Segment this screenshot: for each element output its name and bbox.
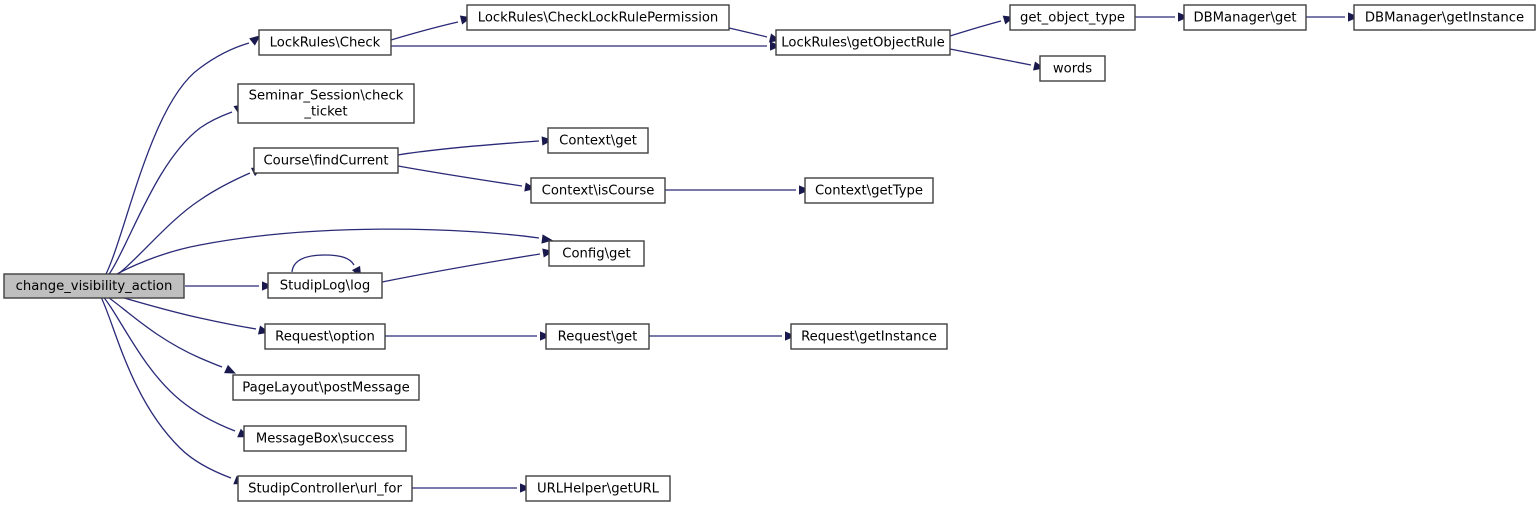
node-label-seminar-line2: _ticket bbox=[303, 105, 347, 120]
node-reqinstance[interactable]: Request\getInstance bbox=[790, 323, 948, 350]
node-ctxgettype[interactable]: Context\getType bbox=[804, 177, 934, 204]
edge-root-to-lockcheck bbox=[99, 42, 250, 285]
node-lockcheck[interactable]: LockRules\Check bbox=[258, 29, 392, 56]
node-label-ctxiscourse: Context\isCourse bbox=[542, 184, 655, 199]
node-label-reqget: Request\get bbox=[558, 330, 638, 345]
node-box-checkperm[interactable] bbox=[466, 4, 730, 31]
edge-root-to-msgbox bbox=[100, 293, 236, 432]
node-label-dbminstance: DBManager\getInstance bbox=[1365, 11, 1524, 26]
node-coursefind[interactable]: Course\findCurrent bbox=[253, 147, 399, 174]
edge-root-to-configget bbox=[103, 228, 540, 282]
edge-getobjrule-to-getobjtype bbox=[949, 20, 1002, 37]
node-root[interactable]: change_visibility_action bbox=[3, 273, 185, 299]
node-label-pagelayout: PageLayout\postMessage bbox=[242, 381, 409, 396]
node-dbminstance[interactable]: DBManager\getInstance bbox=[1353, 4, 1536, 31]
edge-coursefind-to-ctxget bbox=[397, 140, 540, 156]
node-label-seminar-line1: Seminar_Session\check bbox=[249, 89, 404, 104]
edge-root-to-reqoption bbox=[103, 291, 257, 330]
node-box-dbmget[interactable] bbox=[1183, 4, 1307, 31]
node-label-reqoption: Request\option bbox=[275, 330, 375, 345]
node-box-reqinstance[interactable] bbox=[790, 323, 948, 350]
node-box-urlhelper[interactable] bbox=[525, 475, 671, 502]
node-box-root[interactable] bbox=[3, 273, 185, 299]
node-label-lockcheck: LockRules\Check bbox=[270, 36, 381, 51]
node-label-coursefind: Course\findCurrent bbox=[263, 154, 388, 169]
node-box-pagelayout[interactable] bbox=[232, 374, 420, 401]
node-box-coursefind[interactable] bbox=[253, 147, 399, 174]
node-label-msgbox: MessageBox\success bbox=[256, 432, 394, 447]
node-box-studiplog[interactable] bbox=[267, 272, 383, 299]
edges-layer bbox=[99, 16, 1345, 489]
node-box-ctxget[interactable] bbox=[547, 127, 649, 154]
node-getobjtype[interactable]: get_object_type bbox=[1009, 4, 1136, 31]
node-label-reqinstance: Request\getInstance bbox=[801, 330, 937, 345]
arrowhead-coursefind-to-ctxget bbox=[541, 136, 553, 146]
node-label-studiplog: StudipLog\log bbox=[280, 279, 370, 294]
edge-studiplog-to-studiplog bbox=[291, 254, 355, 273]
node-label-configget: Config\get bbox=[562, 247, 630, 262]
arrowhead-root-to-lockcheck bbox=[249, 35, 261, 46]
node-reqget[interactable]: Request\get bbox=[545, 323, 650, 350]
node-label-urlhelper: URLHelper\getURL bbox=[537, 482, 660, 497]
node-urlhelper[interactable]: URLHelper\getURL bbox=[525, 475, 671, 502]
edge-studiplog-to-configget bbox=[381, 253, 541, 283]
edge-lockcheck-to-checkperm bbox=[390, 21, 459, 41]
node-studiplog[interactable]: StudipLog\log bbox=[267, 272, 383, 299]
edge-root-to-urlfor bbox=[99, 294, 232, 479]
node-label-checkperm: LockRules\CheckLockRulePermission bbox=[478, 11, 719, 26]
nodes-layer: change_visibility_action LockRules\CheckS… bbox=[3, 4, 1536, 502]
node-box-ctxgettype[interactable] bbox=[804, 177, 934, 204]
node-box-getobjtype[interactable] bbox=[1009, 4, 1136, 31]
node-box-reqoption[interactable] bbox=[264, 323, 386, 350]
node-label-urlfor: StudipController\url_for bbox=[248, 482, 402, 497]
node-label-root: change_visibility_action bbox=[16, 279, 173, 294]
edge-checkperm-to-getobjrule bbox=[728, 27, 768, 38]
node-label-getobjrule: LockRules\getObjectRule bbox=[781, 36, 944, 51]
node-box-getobjrule[interactable] bbox=[775, 29, 951, 56]
node-box-seminar[interactable] bbox=[237, 83, 415, 124]
edge-coursefind-to-ctxiscourse bbox=[397, 165, 523, 187]
node-box-words[interactable] bbox=[1039, 55, 1106, 82]
node-label-getobjtype: get_object_type bbox=[1020, 11, 1125, 26]
node-box-configget[interactable] bbox=[548, 240, 645, 267]
node-urlfor[interactable]: StudipController\url_for bbox=[237, 475, 413, 502]
node-box-ctxiscourse[interactable] bbox=[530, 177, 666, 204]
node-ctxget[interactable]: Context\get bbox=[547, 127, 649, 154]
edge-root-to-seminar bbox=[100, 111, 233, 285]
node-box-urlfor[interactable] bbox=[237, 475, 413, 502]
node-configget[interactable]: Config\get bbox=[548, 240, 645, 267]
edge-root-to-pagelayout bbox=[101, 292, 223, 368]
node-label-dbmget: DBManager\get bbox=[1193, 11, 1296, 26]
node-box-msgbox[interactable] bbox=[243, 425, 407, 452]
node-box-reqget[interactable] bbox=[545, 323, 650, 350]
node-seminar[interactable]: Seminar_Session\check_ticket bbox=[237, 83, 415, 124]
node-msgbox[interactable]: MessageBox\success bbox=[243, 425, 407, 452]
node-dbmget[interactable]: DBManager\get bbox=[1183, 4, 1307, 31]
edge-root-to-coursefind bbox=[102, 172, 251, 285]
arrowhead-root-to-pagelayout bbox=[224, 364, 236, 374]
node-box-dbminstance[interactable] bbox=[1353, 4, 1536, 31]
node-words[interactable]: words bbox=[1039, 55, 1106, 82]
node-reqoption[interactable]: Request\option bbox=[264, 323, 386, 350]
node-label-ctxget: Context\get bbox=[559, 134, 637, 149]
edge-getobjrule-to-words bbox=[949, 48, 1032, 66]
node-ctxiscourse[interactable]: Context\isCourse bbox=[530, 177, 666, 204]
node-label-ctxgettype: Context\getType bbox=[815, 184, 923, 199]
node-pagelayout[interactable]: PageLayout\postMessage bbox=[232, 374, 420, 401]
arrowhead-root-to-configget bbox=[541, 234, 553, 244]
node-getobjrule[interactable]: LockRules\getObjectRule bbox=[775, 29, 951, 56]
node-checkperm[interactable]: LockRules\CheckLockRulePermission bbox=[466, 4, 730, 31]
node-box-lockcheck[interactable] bbox=[258, 29, 392, 56]
node-label-words: words bbox=[1053, 62, 1092, 77]
